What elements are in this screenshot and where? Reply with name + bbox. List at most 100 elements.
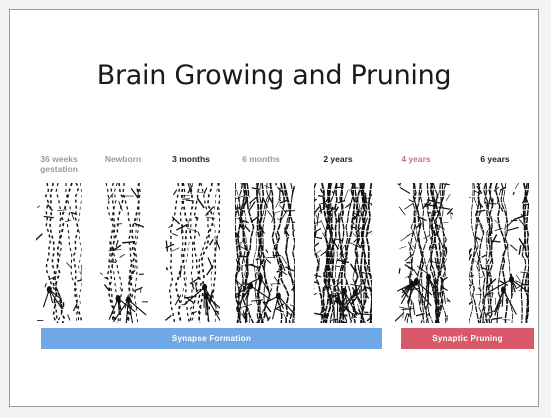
dendrite-branch bbox=[165, 316, 171, 321]
dendrite-branch bbox=[495, 229, 503, 231]
dendrite-branch bbox=[414, 270, 418, 277]
dendrite-branch bbox=[57, 210, 67, 211]
dendrite-branch bbox=[474, 260, 477, 262]
neuron-image-36-weeks bbox=[36, 183, 82, 323]
dendrite-strand bbox=[270, 183, 282, 323]
stage-label-newborn: Newborn bbox=[92, 154, 154, 164]
dendrite-branch bbox=[243, 203, 248, 204]
dendrite-branch bbox=[266, 259, 271, 263]
dendrite-branch bbox=[444, 291, 446, 303]
dendrite-branch bbox=[469, 276, 474, 277]
dendrite-branch bbox=[120, 287, 122, 291]
dendrite-branch bbox=[520, 272, 528, 273]
dendrite-root bbox=[43, 290, 49, 308]
dendrite-branch bbox=[210, 239, 214, 245]
dendrite-branch bbox=[515, 183, 520, 189]
dendrite-branch bbox=[399, 307, 409, 309]
dendrite-branch bbox=[479, 183, 484, 185]
dendrite-branch bbox=[401, 235, 410, 241]
dendrite-root bbox=[503, 290, 516, 315]
dendrite-branch bbox=[316, 214, 318, 219]
neuron-image-6-years bbox=[469, 183, 529, 323]
dendrite-branch bbox=[314, 293, 317, 297]
dendrite-strand bbox=[170, 183, 180, 323]
dendrite-branch bbox=[430, 183, 431, 185]
dendrite-branch bbox=[48, 205, 53, 211]
dendrite-branch bbox=[266, 249, 268, 252]
dendrite-branch bbox=[173, 190, 176, 195]
dendrite-strand bbox=[257, 183, 262, 323]
dendrite-branch bbox=[197, 192, 204, 193]
dendrite-branch bbox=[507, 227, 519, 230]
neuron-image-2-years bbox=[314, 183, 372, 323]
dendrite-branch bbox=[334, 242, 339, 250]
dendrite-branch bbox=[314, 275, 321, 277]
dendrite-branch bbox=[270, 288, 271, 292]
dendrite-branch bbox=[516, 275, 520, 282]
dendrite-branch bbox=[321, 189, 323, 193]
dendrite-branch bbox=[492, 318, 502, 320]
dendrite-branch bbox=[434, 202, 442, 203]
slide-title: Brain Growing and Pruning bbox=[10, 60, 538, 91]
dendrite-branch bbox=[182, 199, 190, 200]
dendrite-branch bbox=[513, 192, 514, 195]
dendrite-branch bbox=[316, 237, 322, 238]
dendrite-branch bbox=[265, 260, 266, 267]
dendrite-branch bbox=[361, 242, 362, 248]
stage-label-6-months: 6 months bbox=[230, 154, 292, 164]
dendrite-branch bbox=[507, 219, 515, 227]
dendrite-branch bbox=[491, 228, 492, 234]
dendrite-branch bbox=[276, 309, 284, 312]
dendrite-branch bbox=[198, 232, 200, 236]
dendrite-root bbox=[206, 296, 220, 313]
neuron-image-newborn bbox=[100, 183, 148, 323]
dendrite-branch bbox=[495, 298, 496, 305]
dendrite-branch bbox=[195, 217, 198, 218]
dendrite-strand bbox=[314, 183, 322, 323]
dendrite-branch bbox=[120, 254, 125, 257]
slide: Brain Growing and Pruning 36 weeks gesta… bbox=[9, 9, 539, 407]
dendrite-branch bbox=[204, 188, 207, 195]
dendrite-branch bbox=[469, 302, 472, 308]
dendrite-branch bbox=[320, 204, 322, 214]
synaptic-pruning-bar: Synaptic Pruning bbox=[401, 328, 534, 349]
dendrite-branch bbox=[485, 311, 495, 315]
dendrite-branch bbox=[318, 196, 322, 197]
dendrite-root bbox=[260, 278, 269, 293]
stage-label-6-years: 6 years bbox=[464, 154, 526, 164]
dendrite-branch bbox=[116, 224, 122, 225]
stage-label-4-years: 4 years bbox=[385, 154, 447, 164]
dendrite-branch bbox=[267, 210, 272, 217]
dendrite-branch bbox=[314, 287, 315, 288]
dendrite-branch bbox=[339, 322, 347, 323]
dendrite-strand bbox=[135, 183, 140, 323]
dendrite-branch bbox=[344, 190, 348, 202]
dendrite-branch bbox=[519, 245, 521, 254]
dendrite-branch bbox=[68, 315, 70, 321]
dendrite-root bbox=[337, 300, 338, 323]
dendrite-branch bbox=[400, 247, 407, 249]
dendrite-branch bbox=[249, 196, 257, 203]
dendrite-branch bbox=[439, 243, 440, 248]
dendrite-branch bbox=[37, 206, 39, 208]
dendrite-branch bbox=[487, 270, 488, 280]
dendrite-branch bbox=[44, 216, 54, 217]
dendrite-branch bbox=[284, 211, 295, 212]
dendrite-branch bbox=[197, 198, 204, 208]
dendrite-branch bbox=[479, 277, 483, 278]
dendrite-branch bbox=[469, 254, 472, 266]
dendrite-branch bbox=[400, 187, 410, 193]
dendrite-branch bbox=[317, 213, 319, 226]
dendrite-branch bbox=[208, 258, 213, 269]
dendrite-branch bbox=[290, 305, 294, 307]
dendrite-branch bbox=[274, 183, 277, 186]
dendrite-branch bbox=[364, 202, 372, 204]
dendrite-branch bbox=[358, 304, 360, 309]
stage-label-2-years: 2 years bbox=[307, 154, 369, 164]
dendrite-branch bbox=[516, 281, 526, 286]
dendrite-branch bbox=[501, 208, 502, 212]
dendrite-branch bbox=[171, 248, 179, 252]
dendrite-branch bbox=[239, 256, 248, 257]
dendrite-branch bbox=[314, 313, 322, 315]
dendrite-branch bbox=[251, 300, 263, 301]
